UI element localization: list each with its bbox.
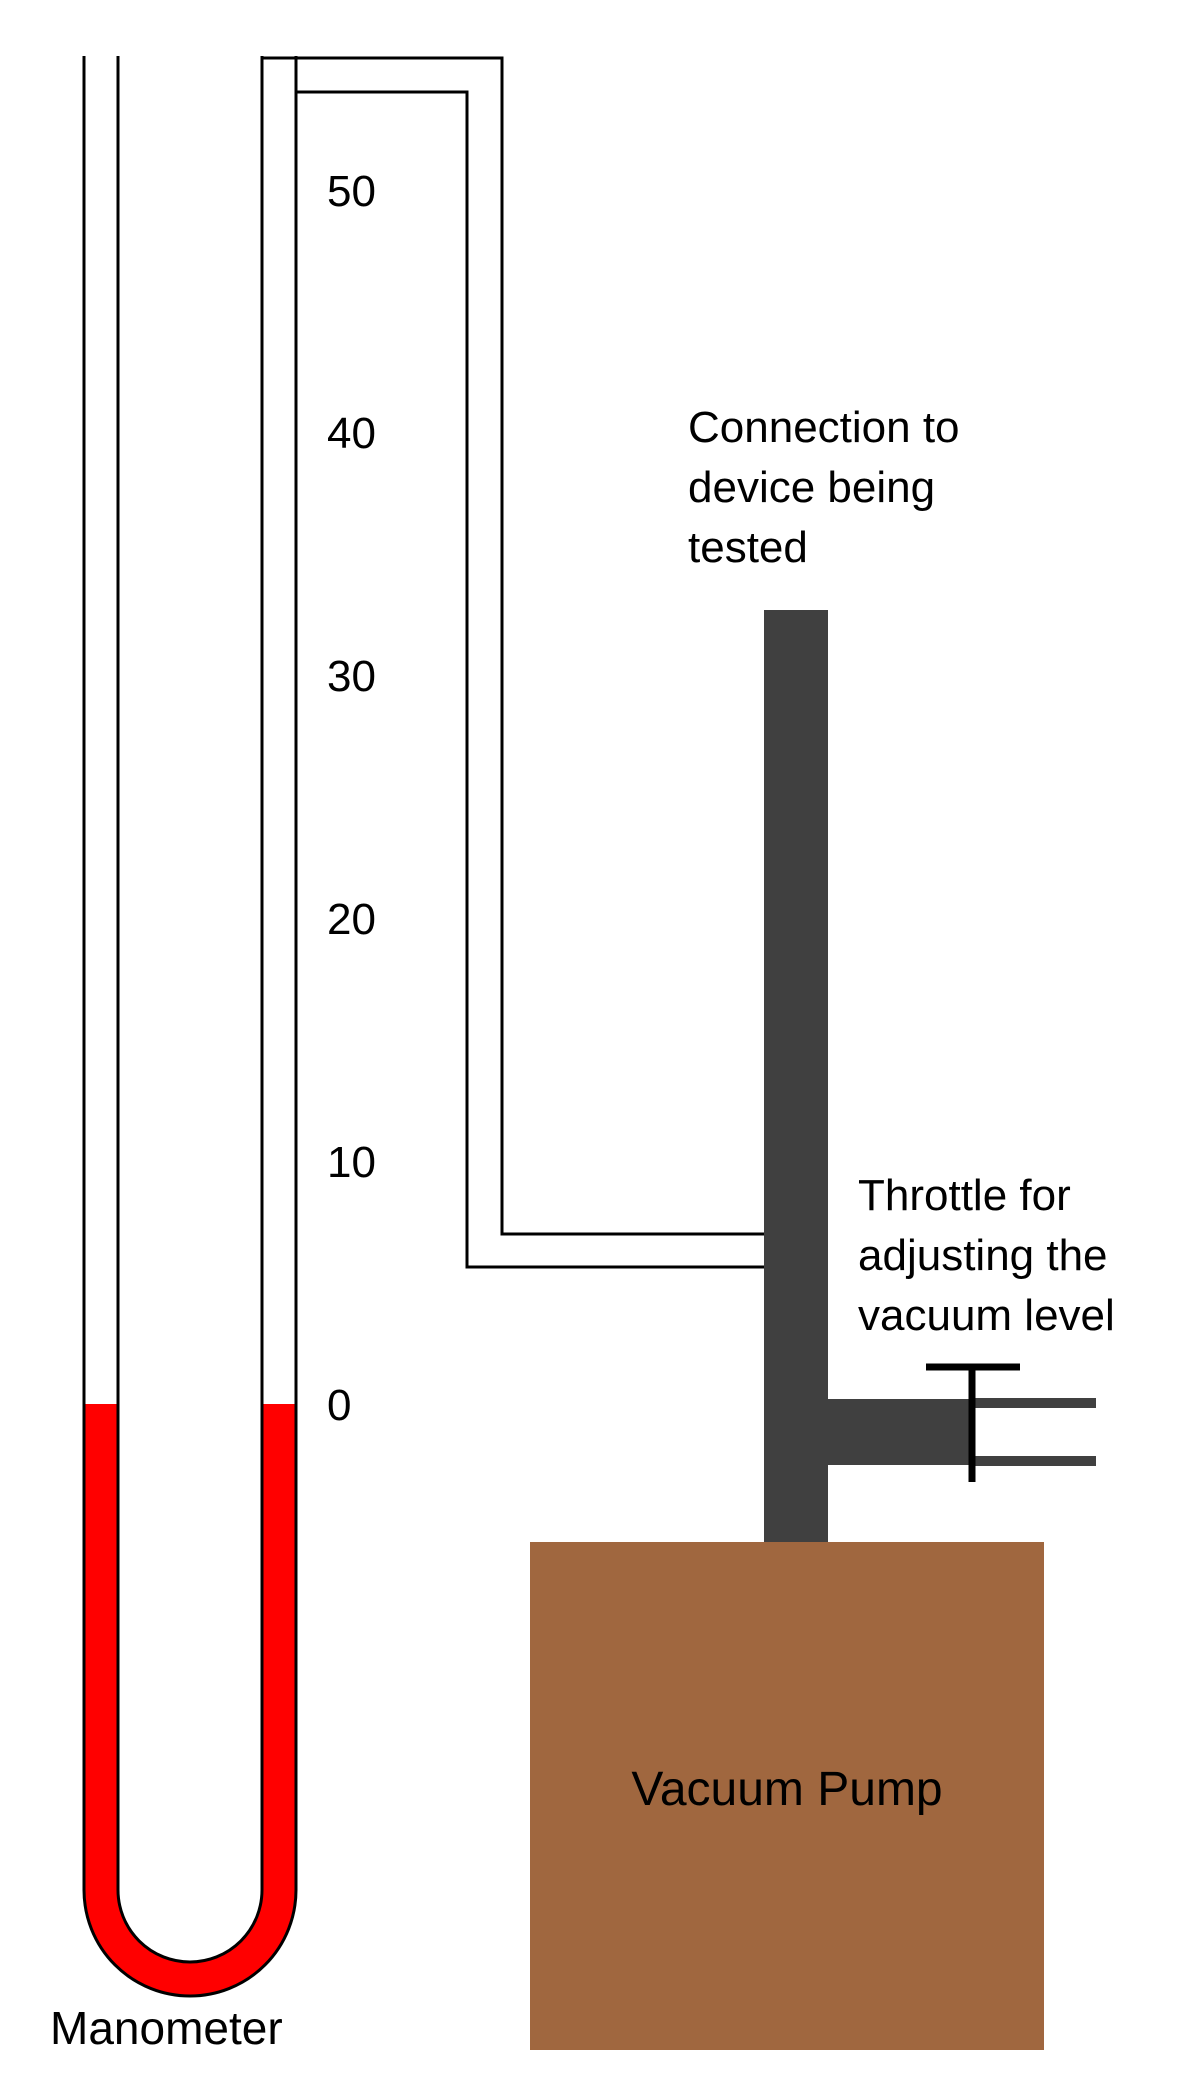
manometer-label: Manometer	[50, 2002, 283, 2054]
vacuum-pump: Vacuum Pump	[530, 1542, 1044, 2050]
throttle-label-line: adjusting the	[858, 1231, 1108, 1280]
manometer-fluid	[84, 1404, 296, 1996]
manometer-tube-inner	[116, 56, 264, 1964]
scale-tick-label: 20	[327, 895, 376, 944]
vertical-pipe	[764, 610, 828, 1542]
connection-label: Connection to device being tested	[688, 403, 960, 572]
scale-tick-label: 0	[327, 1381, 351, 1430]
manometer-tube-outer	[82, 56, 298, 1998]
scale-tick-label: 50	[327, 167, 376, 216]
connection-label-line: device being	[688, 463, 935, 512]
vacuum-pump-body	[530, 1542, 1044, 2050]
manometer-scale: 50 40 30 20 10 0	[327, 167, 376, 1430]
connecting-tube	[262, 56, 764, 1404]
throttle	[828, 1363, 1096, 1482]
manometer	[82, 56, 298, 1998]
scale-tick-label: 40	[327, 409, 376, 458]
throttle-label-line: vacuum level	[858, 1291, 1115, 1340]
connecting-tube-outer	[262, 56, 764, 1236]
connecting-tube-inner	[296, 90, 764, 1269]
connecting-tube-cap	[262, 58, 296, 1404]
throttle-branch-pipe	[828, 1399, 974, 1465]
scale-tick-label: 30	[327, 652, 376, 701]
connection-label-line: Connection to	[688, 403, 960, 452]
connection-label-line: tested	[688, 523, 808, 572]
throttle-label: Throttle for adjusting the vacuum level	[858, 1171, 1115, 1340]
vacuum-pump-label: Vacuum Pump	[631, 1763, 942, 1816]
scale-tick-label: 10	[327, 1138, 376, 1187]
throttle-label-line: Throttle for	[858, 1171, 1071, 1220]
